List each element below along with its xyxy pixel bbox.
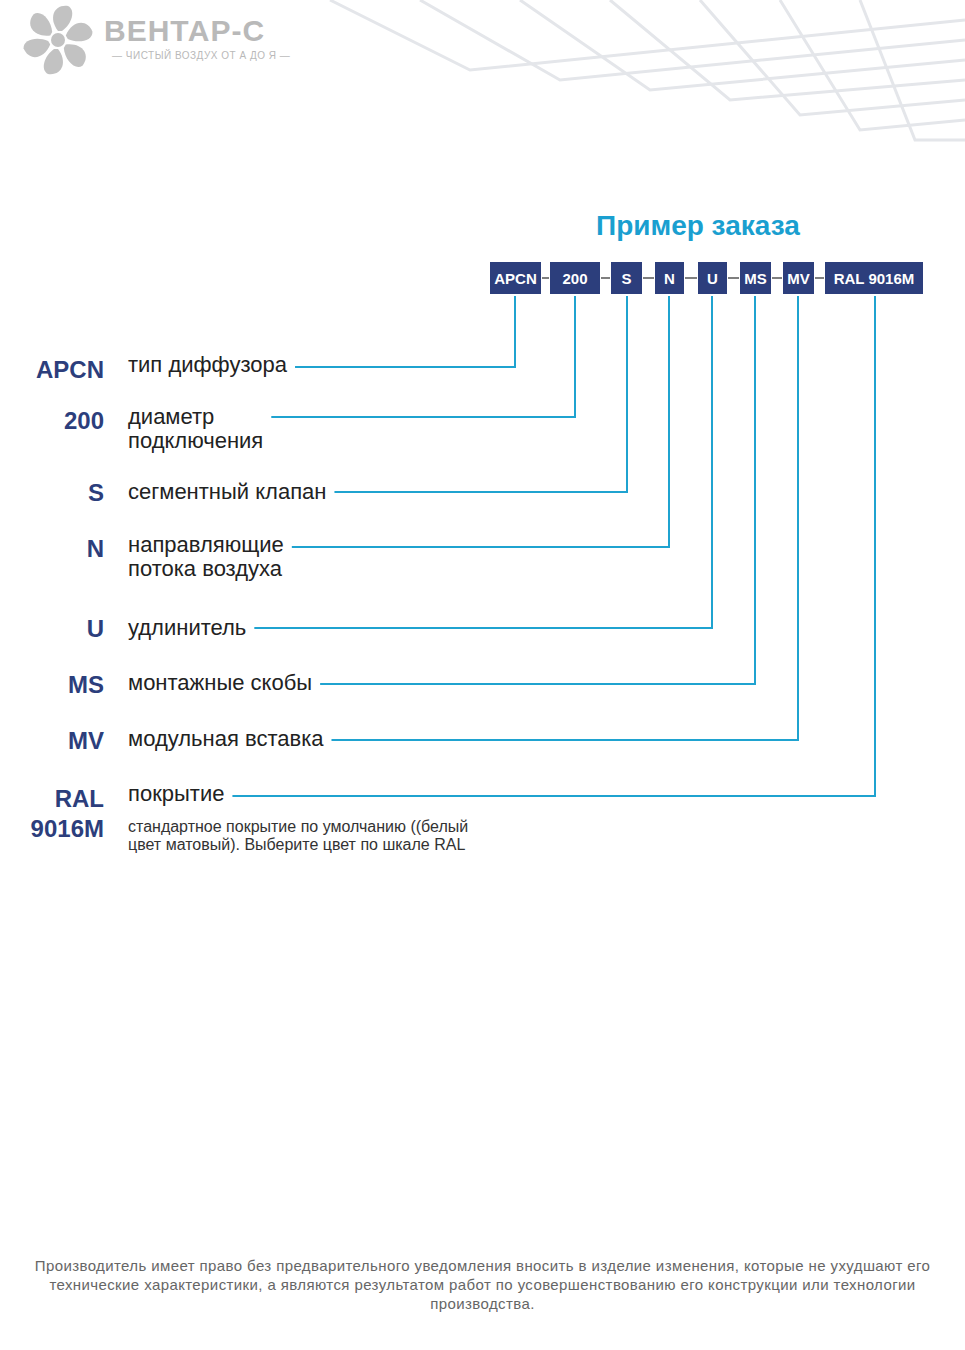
code-description: сегментный клапан bbox=[128, 480, 326, 504]
code-letter: N bbox=[0, 534, 104, 564]
code-separator bbox=[685, 277, 697, 279]
code-box: MV bbox=[783, 262, 814, 294]
code-box-text: N bbox=[664, 270, 675, 287]
code-box: RAL 9016M bbox=[825, 262, 923, 294]
code-letter: U bbox=[0, 614, 104, 644]
code-box: MS bbox=[740, 262, 771, 294]
leader-line bbox=[292, 296, 669, 547]
code-description: модульная вставка bbox=[128, 727, 323, 751]
code-letter: RAL 9016M bbox=[0, 784, 104, 844]
code-letter: 200 bbox=[0, 406, 104, 436]
code-box-text: 200 bbox=[562, 270, 587, 287]
code-separator bbox=[815, 277, 824, 279]
code-description: диаметр подключения bbox=[128, 405, 318, 453]
leader-line bbox=[295, 296, 515, 367]
leader-line bbox=[331, 296, 798, 740]
code-box: 200 bbox=[550, 262, 600, 294]
leader-line bbox=[271, 296, 575, 417]
diagram-title: Пример заказа bbox=[596, 210, 800, 242]
code-box: N bbox=[655, 262, 684, 294]
code-box: U bbox=[698, 262, 727, 294]
leader-line bbox=[232, 296, 875, 796]
code-description: удлинитель bbox=[128, 616, 246, 640]
code-description: тип диффузора bbox=[128, 353, 287, 377]
code-box: APCN bbox=[490, 262, 541, 294]
brand-name: ВЕНТАР-С bbox=[104, 14, 265, 48]
code-box-text: MS bbox=[744, 270, 767, 287]
corner-stripes bbox=[330, 0, 965, 140]
code-separator bbox=[601, 277, 610, 279]
code-letter: MS bbox=[0, 670, 104, 700]
code-box-text: MV bbox=[787, 270, 810, 287]
code-description: монтажные скобы bbox=[128, 671, 312, 695]
code-letter: S bbox=[0, 478, 104, 508]
code-box-text: S bbox=[621, 270, 631, 287]
code-letter: MV bbox=[0, 726, 104, 756]
code-description: покрытие bbox=[128, 782, 224, 806]
code-box-text: APCN bbox=[494, 270, 537, 287]
code-description: направляющие потока воздуха bbox=[128, 533, 343, 581]
code-letter: APCN bbox=[0, 355, 104, 385]
brand-tagline: — ЧИСТЫЙ ВОЗДУХ ОТ А ДО Я — bbox=[112, 50, 290, 61]
leader-line bbox=[334, 296, 627, 492]
footer-note: Производитель имеет право без предварите… bbox=[30, 1256, 935, 1313]
fan-logo bbox=[21, 6, 94, 74]
code-separator bbox=[542, 277, 549, 279]
code-box-text: RAL 9016M bbox=[834, 270, 915, 287]
code-separator bbox=[772, 277, 782, 279]
coating-note: стандартное покрытие по умолчанию ((белы… bbox=[128, 818, 473, 854]
code-separator bbox=[728, 277, 739, 279]
code-box-text: U bbox=[707, 270, 718, 287]
leader-line bbox=[320, 296, 755, 684]
code-separator bbox=[643, 277, 654, 279]
leader-line bbox=[254, 296, 712, 628]
code-box: S bbox=[611, 262, 642, 294]
